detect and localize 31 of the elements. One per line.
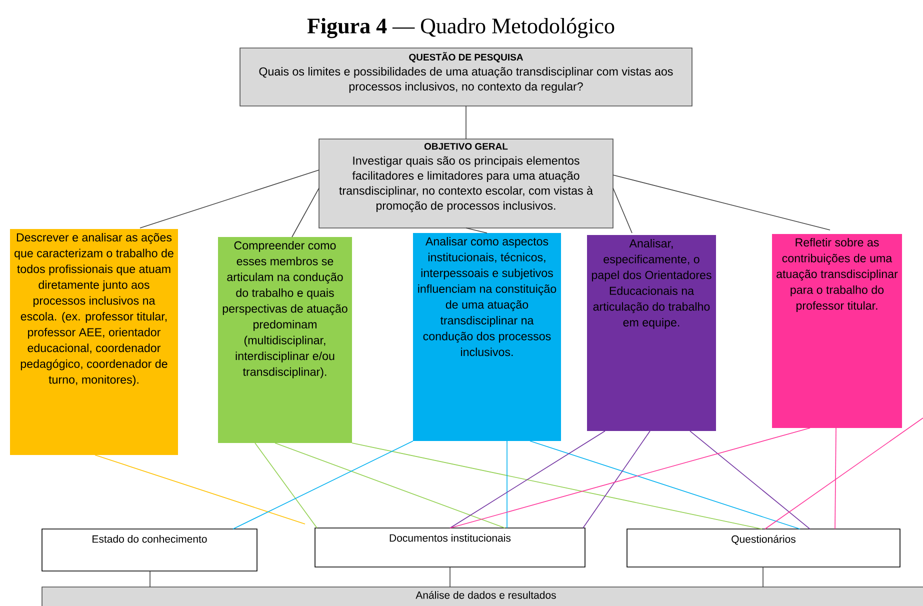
connector-line: [690, 430, 810, 530]
objective-box: Compreender como esses membros se articulam na condução do trabalho e quais perspectivas de atuação predominam (multidisciplinar, interdisciplinar e/ou transdisciplinar).: [218, 237, 352, 443]
connector-line: [254, 442, 318, 528]
method-box: Estado do conhecimento: [42, 528, 258, 572]
connector-line: [764, 418, 923, 530]
connector-line: [274, 442, 506, 528]
objective-box: Refletir sobre as contribuições de uma atuação transdisciplinar para o trabalho do professor titular.: [772, 234, 902, 428]
method-box: Questionários: [626, 528, 900, 568]
figure-title: Figura 4 — Quadro Metodológico: [307, 18, 614, 38]
results-bar: Análise de dados e resultados: [42, 586, 923, 606]
objective-box: Descrever e analisar as ações que caracterizam o trabalho de todos profissionais que atuam diretamente junto aos processos inclusivos na escola. (ex. professor titular, professor AEE, orientador educacional, coordenador pedagógico, coordenador de turno, monitores).: [10, 229, 178, 455]
method-box: Documentos institucionais: [314, 528, 586, 568]
objective-box: Analisar como aspectos institucionais, técnicos, interpessoais e subjetivos influenciam na constituição de uma atuação transdisciplinar na condução dos processos inclusivos.: [413, 233, 561, 441]
connector-line: [762, 566, 764, 588]
header-box: OBJETIVO GERAL Investigar quais são os principais elementos facilitadores e limitadores para uma atuação transdisciplinar, no contexto escolar, com vistas à promoção de processos inclusivos.: [318, 138, 614, 228]
connector-line: [292, 188, 320, 238]
connector-line: [582, 430, 650, 528]
connector-line: [506, 440, 508, 528]
connector-line: [834, 428, 836, 530]
connector-line: [466, 228, 488, 234]
connector-line: [450, 430, 606, 528]
connector-line: [140, 170, 320, 228]
connector-line: [94, 454, 306, 524]
header-box: QUESTÃO DE PESQUISA Quais os limites e possibilidades de uma atuação transdisciplinar com vistas aos processos inclusivos, no contexto da regular?: [240, 48, 692, 106]
objective-box: Analisar, especificamente, o papel dos Orientadores Educacionais na articulação do trabalho em equipe.: [587, 235, 716, 431]
connector-line: [612, 174, 830, 230]
connector-line: [232, 440, 414, 530]
connector-line: [450, 428, 810, 528]
connector-line: [612, 188, 632, 234]
connector-line: [530, 440, 800, 530]
connector-line: [352, 442, 762, 530]
